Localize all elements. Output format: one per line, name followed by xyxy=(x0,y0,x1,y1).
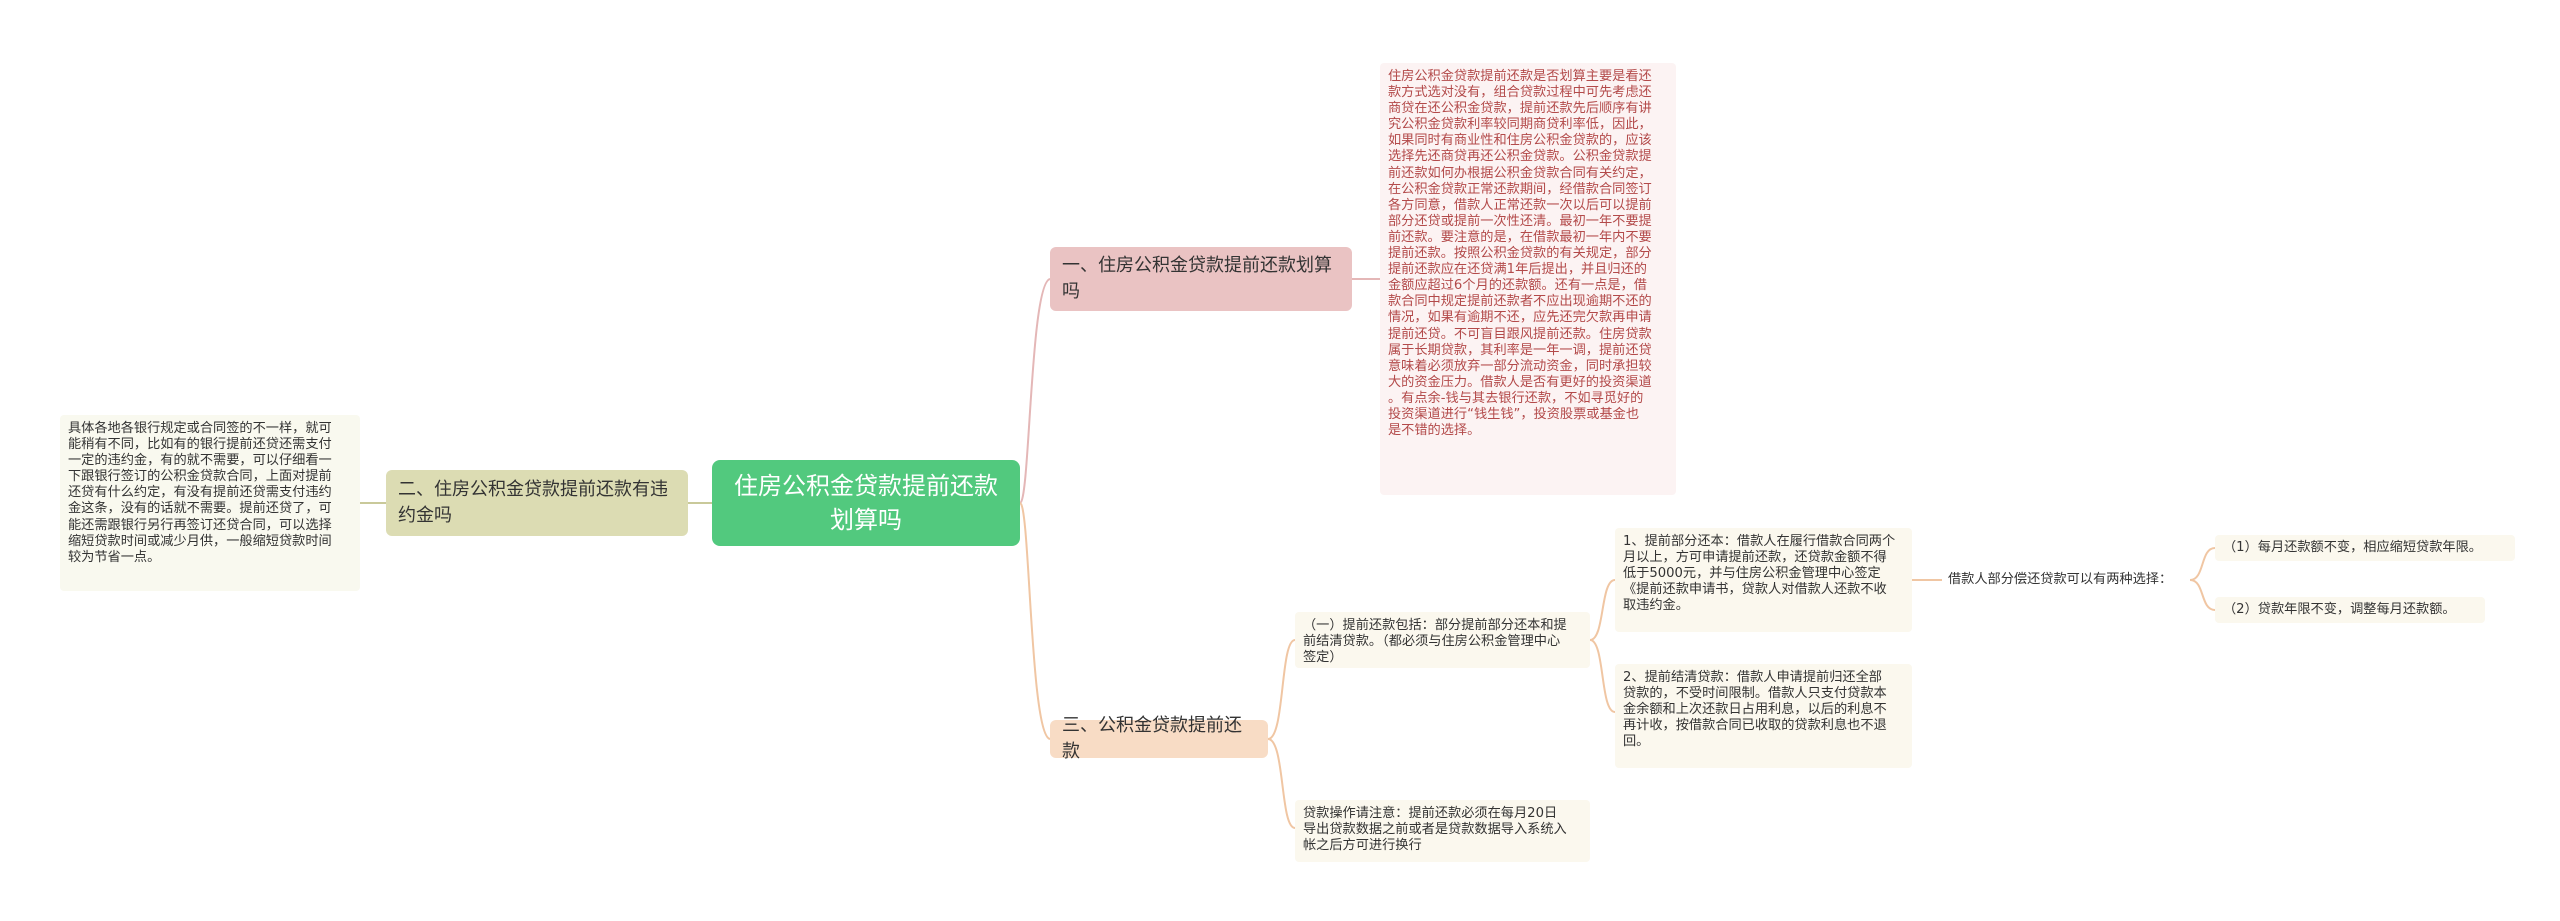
branch-b1[interactable]: 一、住房公积金贷款提前还款划算 吗 xyxy=(1050,247,1352,311)
b3-1-text: （一）提前还款包括：部分提前部分还本和提 前结清贷款。（都必须与住房公积金管理中… xyxy=(1295,612,1590,668)
b1-detail-text: 住房公积金贷款提前还款是否划算主要是看还 款方式选对没有，组合贷款过程中可先考虑… xyxy=(1380,63,1676,495)
link-b3_1-1b xyxy=(1589,639,1616,713)
link-root-b1 xyxy=(1019,278,1051,504)
b3-1a-i-1-text: （1）每月还款额不变，相应缩短贷款年限。 xyxy=(2215,535,2515,561)
link-root-b3 xyxy=(1019,502,1051,740)
root-node[interactable]: 住房公积金贷款提前还款 划算吗 xyxy=(712,460,1020,546)
b3-1a-text: 1、提前部分还本：借款人在履行借款合同两个 月以上，方可申请提前还款，还贷款金额… xyxy=(1615,528,1912,632)
link-b3-b3_1 xyxy=(1267,639,1296,740)
b3-1b-text: 2、提前结清贷款：借款人申请提前归还全部 贷款的，不受时间限制。借款人只支付贷款… xyxy=(1615,664,1912,768)
b2-detail-text: 具体各地各银行规定或合同签的不一样，就可 能稍有不同，比如有的银行提前还贷还需支… xyxy=(60,415,360,591)
link-b3_1-1a xyxy=(1589,579,1616,641)
link-b3-b3_2 xyxy=(1267,738,1296,829)
b3-1a-i-text: 借款人部分偿还贷款可以有两种选择： xyxy=(1942,568,2190,592)
b3-2-text: 贷款操作请注意：提前还款必须在每月20日 导出贷款数据之前或者是贷款数据导入系统… xyxy=(1295,800,1590,862)
link-i-i1 xyxy=(2189,547,2216,581)
link-i-i2 xyxy=(2189,579,2216,611)
b3-1a-i-2-text: （2）贷款年限不变，调整每月还款额。 xyxy=(2215,597,2485,623)
branch-b2[interactable]: 二、住房公积金贷款提前还款有违 约金吗 xyxy=(386,470,688,536)
branch-b3[interactable]: 三、公积金贷款提前还款 xyxy=(1050,715,1268,762)
